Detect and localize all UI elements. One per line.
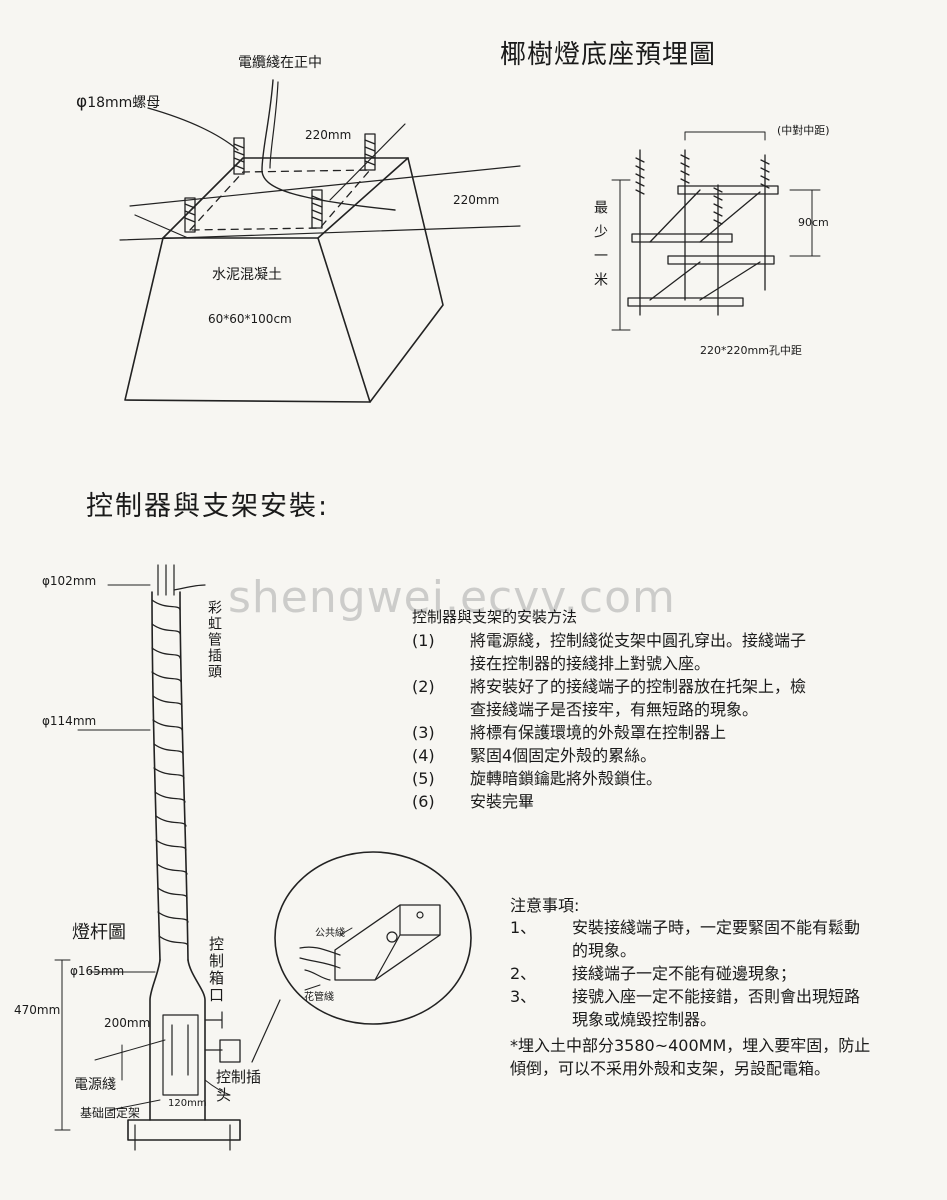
note-item: 3、 接號入座一定不能接錯，否則會出現短路現象或燒毀控制器。: [510, 985, 930, 1031]
install-step: (6) 安裝完畢: [412, 790, 912, 813]
power-cable-label: 電源綫: [74, 1077, 116, 1093]
note-text: 接號入座一定不能接錯，否則會出現短路現象或燒毀控制器。: [572, 985, 860, 1031]
watermark: shengwei.ecvv.com: [228, 572, 676, 623]
center-distance-label: (中對中距): [777, 124, 830, 137]
install-step-text: 安裝完畢: [470, 790, 534, 813]
cage-height-label: 90cm: [798, 216, 829, 229]
control-plug-label: 控制插头: [216, 1068, 262, 1104]
common-wire-label: 公共綫: [315, 928, 345, 939]
install-step-text: 將標有保護環境的外殻罩在控制器上: [470, 721, 726, 744]
install-step-line: 將安裝好了的接綫端子的控制器放在托架上，檢: [470, 677, 807, 696]
install-step-line: 安裝完畢: [470, 792, 535, 811]
install-step-number: (1): [412, 631, 435, 650]
note-item: 2、 接綫端子一定不能有碰邊現象；: [510, 962, 930, 985]
notes-footer-line: 傾倒，可以不采用外殻和支架，另設配電箱。: [510, 1059, 831, 1078]
install-step-line: 旋轉暗鎖鑰匙將外殻鎖住。: [470, 769, 663, 788]
base-frame-label: 基础固定架: [80, 1106, 141, 1120]
note-item: 1、 安裝接綫端子時，一定要緊固不能有鬆動的現象。: [510, 916, 930, 962]
install-step: (2) 將安裝好了的接綫端子的控制器放在托架上，檢查接綫端子是否接牢，有無短路的現…: [412, 675, 912, 721]
note-line: 接綫端子一定不能有碰邊現象；: [572, 964, 797, 983]
install-step: (5) 旋轉暗鎖鑰匙將外殻鎖住。: [412, 767, 912, 790]
install-step-line: 緊固4個固定外殻的累絲。: [470, 746, 657, 765]
min-one-meter-label: 最少一米: [592, 200, 608, 296]
base-dimension-label: 120mm: [168, 1098, 207, 1109]
dimension-200: 200mm: [104, 1016, 151, 1030]
notes-heading: 注意事項:: [510, 896, 580, 915]
note-text: 接綫端子一定不能有碰邊現象；: [572, 962, 796, 985]
install-step-line: 查接綫端子是否接牢，有無短路的現象。: [470, 700, 759, 719]
flower-tube-wire-label: 花管綫: [304, 992, 334, 1003]
install-step-line: 將電源綫，控制綫從支架中圓孔穿出。接綫端子: [470, 631, 807, 650]
pole-mid-diameter: φ114mm: [42, 714, 97, 728]
note-line: 的現象。: [572, 941, 637, 960]
install-step-number: (5): [412, 769, 435, 788]
note-number: 3、: [510, 987, 537, 1006]
install-step-number: (2): [412, 677, 435, 696]
notes-list: 1、 安裝接綫端子時，一定要緊固不能有鬆動的現象。 2、 接綫端子一定不能有碰邊現象；…: [510, 916, 930, 1031]
install-step-text: 旋轉暗鎖鑰匙將外殻鎖住。: [470, 767, 662, 790]
install-step-number: (3): [412, 723, 435, 742]
note-text: 安裝接綫端子時，一定要緊固不能有鬆動的現象。: [572, 916, 860, 962]
nut-label: φ18mm螺母: [76, 92, 160, 112]
install-step-number: (6): [412, 792, 435, 811]
concrete-label: 水泥混凝土: [212, 267, 282, 283]
lamp-pole: [54, 564, 281, 1151]
nut-size: 18mm螺母: [87, 95, 161, 111]
install-step-text: 緊固4個固定外殻的累絲。: [470, 744, 656, 767]
install-step-text: 將安裝好了的接綫端子的控制器放在托架上，檢查接綫端子是否接牢，有無短路的現象。: [470, 675, 806, 721]
notes-footer-text: *埋入土中部分3580~400MM，埋入要牢固，防止傾倒，可以不采用外殻和支架，…: [510, 1034, 930, 1080]
install-step-number: (4): [412, 746, 435, 765]
install-step: (3) 將標有保護環境的外殻罩在控制器上: [412, 721, 912, 744]
install-step: (4) 緊固4個固定外殻的累絲。: [412, 744, 912, 767]
notes-items: 1、 安裝接綫端子時，一定要緊固不能有鬆動的現象。 2、 接綫端子一定不能有碰邊現象；…: [510, 916, 930, 1031]
foundation-title: 椰樹燈底座預埋圖: [500, 40, 717, 70]
install-step-line: 將標有保護環境的外殻罩在控制器上: [470, 723, 727, 742]
cable-center-label: 電纜綫在正中: [238, 55, 322, 71]
note-line: 安裝接綫端子時，一定要緊固不能有鬆動: [572, 918, 861, 937]
install-section: 控制器與支架的安裝方法 (1) 將電源綫，控制綫從支架中圓孔穿出。接綫端子接在控制…: [412, 606, 912, 813]
section-title: 控制器與支架安裝:: [86, 491, 330, 522]
install-step-line: 接在控制器的接綫排上對號入座。: [470, 654, 711, 673]
concrete-size-label: 60*60*100cm: [208, 312, 292, 326]
pole-top-diameter: φ102mm: [42, 574, 97, 588]
rebar-cage: [611, 131, 821, 331]
install-step: (1) 將電源綫，控制綫從支架中圓孔穿出。接綫端子接在控制器的接綫排上對號入座。: [412, 629, 912, 675]
notes-footer-line: *埋入土中部分3580~400MM，埋入要牢固，防止: [510, 1036, 871, 1055]
install-heading: 控制器與支架的安裝方法: [412, 608, 578, 626]
pole-drawing-label: 燈杆圖: [72, 922, 126, 943]
notes-footer: *埋入土中部分3580~400MM，埋入要牢固，防止傾倒，可以不采用外殻和支架，…: [510, 1034, 930, 1080]
side-dimension-label: 220mm: [453, 193, 500, 207]
hole-spacing-label: 220*220mm孔中距: [700, 344, 802, 357]
install-steps: (1)將電源綫，控制綫從支架中圓孔穿出。接綫端子接在控制器的接綫排上對號入座。(…: [412, 629, 912, 813]
note-number: 2、: [510, 964, 537, 983]
note-line: 現象或燒毀控制器。: [572, 1010, 717, 1029]
control-box-opening-label: 控制箱口: [207, 936, 225, 1004]
rainbow-plug-label: 彩虹管插頭: [206, 600, 222, 680]
controller-detail-circle: [274, 851, 472, 1025]
note-line: 接號入座一定不能接錯，否則會出現短路: [572, 987, 861, 1006]
pole-bottom-diameter: φ165mm: [70, 964, 125, 978]
note-number: 1、: [510, 918, 537, 937]
notes-section: 注意事項:: [510, 894, 930, 917]
phi-symbol: φ: [76, 92, 88, 112]
top-dimension-label: 220mm: [305, 128, 352, 142]
concrete-foundation-block: [119, 79, 521, 403]
install-step-text: 將電源綫，控制綫從支架中圓孔穿出。接綫端子接在控制器的接綫排上對號入座。: [470, 629, 806, 675]
pole-height-label: 470mm: [14, 1003, 61, 1017]
